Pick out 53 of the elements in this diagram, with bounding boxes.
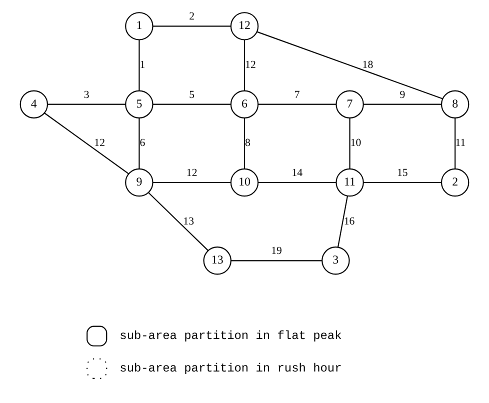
connector (258, 104, 336, 105)
node-circle: 2 (440, 168, 470, 197)
legend-label: sub-area partition in rush hour (120, 362, 342, 376)
node-circle: 5 (125, 90, 154, 118)
connector (138, 118, 140, 169)
legend-label: sub-area partition in flat peak (120, 329, 342, 344)
node-circle: 4 (20, 90, 48, 118)
connector (152, 26, 231, 27)
edge-label: 13 (183, 215, 194, 228)
node-circle: 9 (125, 168, 154, 197)
edge-label: 3 (84, 88, 90, 101)
edge-label: 7 (294, 88, 300, 101)
connector (244, 40, 246, 90)
connector (244, 118, 246, 169)
node-circle: 6 (230, 90, 259, 118)
edge-label: 12 (186, 166, 198, 179)
connector (148, 192, 208, 251)
connector (364, 182, 442, 184)
node-circle: 13 (203, 246, 232, 275)
connector (337, 196, 348, 248)
node-circle: 7 (336, 90, 364, 118)
edge-label: 8 (245, 137, 250, 150)
edge-label: 15 (397, 166, 408, 179)
node-circle: 3 (322, 246, 350, 275)
connector (256, 31, 443, 100)
edge-label: 2 (189, 10, 195, 23)
edge-label: 18 (362, 58, 374, 71)
node-circle: 8 (440, 90, 470, 118)
edge-label: 9 (400, 88, 406, 101)
edge-label: 16 (344, 215, 355, 228)
connector (349, 118, 350, 169)
edge-label: 19 (271, 245, 282, 258)
connector (44, 112, 129, 174)
node-circle: 11 (336, 168, 364, 197)
connector (138, 40, 140, 90)
edge-label: 11 (455, 137, 466, 150)
node-circle: 10 (230, 168, 259, 197)
node-circle: 12 (230, 12, 259, 40)
connector (48, 104, 126, 105)
edge-label: 12 (94, 137, 106, 150)
connector (258, 182, 336, 184)
edge-label: 6 (140, 137, 146, 150)
connector (152, 182, 231, 184)
edge-label: 1 (140, 58, 146, 71)
connector (364, 104, 442, 105)
connector (152, 104, 231, 105)
node-circle: 1 (125, 12, 154, 40)
edge-label: 14 (292, 166, 303, 179)
edge-label: 10 (350, 137, 362, 150)
edge-label: 5 (189, 88, 195, 101)
connector (454, 118, 456, 169)
connector (230, 260, 322, 262)
edge-label: 12 (245, 58, 256, 71)
